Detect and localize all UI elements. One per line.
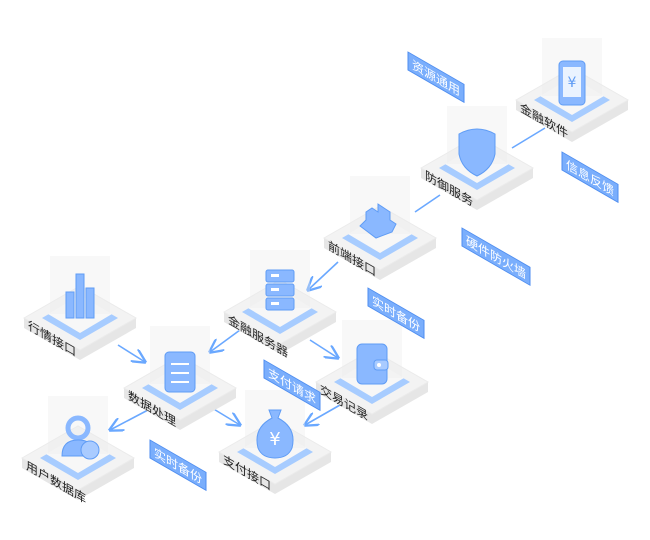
connector-arrow <box>305 404 341 425</box>
edge-tag-label: 硬件防火墙 <box>466 233 526 282</box>
platform-side <box>24 318 136 360</box>
gear-icon <box>359 203 397 239</box>
clipboard-icon <box>164 351 196 393</box>
edge-tag: 资源通用 <box>407 51 465 104</box>
node-payment[interactable]: ¥支付接口 <box>217 390 333 494</box>
server-icon <box>265 269 295 311</box>
connector-arrow <box>414 194 441 213</box>
node-user-db[interactable]: 用户数据库 <box>20 396 136 507</box>
connector-arrow <box>117 344 145 362</box>
bar-chart-icon <box>65 273 95 319</box>
connector-arrow <box>511 127 546 149</box>
edge-tag: 信息反馈 <box>561 151 619 204</box>
connector-arrow <box>309 339 338 358</box>
connector-arrow <box>110 409 149 430</box>
edge-tag: 硬件防火墙 <box>461 227 531 287</box>
svg-text:¥: ¥ <box>568 75 577 91</box>
user-icon <box>61 415 100 460</box>
platform-side <box>316 382 428 424</box>
connector-arrow <box>308 261 339 290</box>
platform-side <box>124 388 236 430</box>
node-fin-server[interactable]: 金融服务器 <box>222 250 338 361</box>
node-data-proc[interactable]: 数据处理 <box>122 326 238 430</box>
platform-side <box>224 312 336 354</box>
platform-side <box>22 458 134 500</box>
shield-icon <box>458 128 496 177</box>
money-bag-yen-icon: ¥ <box>256 409 294 459</box>
connector-arrow <box>210 329 241 352</box>
wallet-icon <box>356 343 389 385</box>
connector-arrow <box>211 407 240 425</box>
node-frontend[interactable]: 前端接口 <box>322 176 438 280</box>
node-market[interactable]: 行情接口 <box>22 256 138 360</box>
platform-side <box>324 238 436 280</box>
phone-yen-icon: ¥ <box>558 60 586 106</box>
node-defense[interactable]: 防御服务 <box>419 106 535 210</box>
platform-side <box>516 100 628 142</box>
node-fin-software[interactable]: ¥金融软件 <box>514 38 630 142</box>
platform-side <box>219 452 331 494</box>
svg-text:¥: ¥ <box>269 429 280 450</box>
node-trade-log[interactable]: 交易记录 <box>314 320 430 424</box>
edge-tag: 实时备份 <box>149 439 207 492</box>
platform-side <box>421 168 533 210</box>
